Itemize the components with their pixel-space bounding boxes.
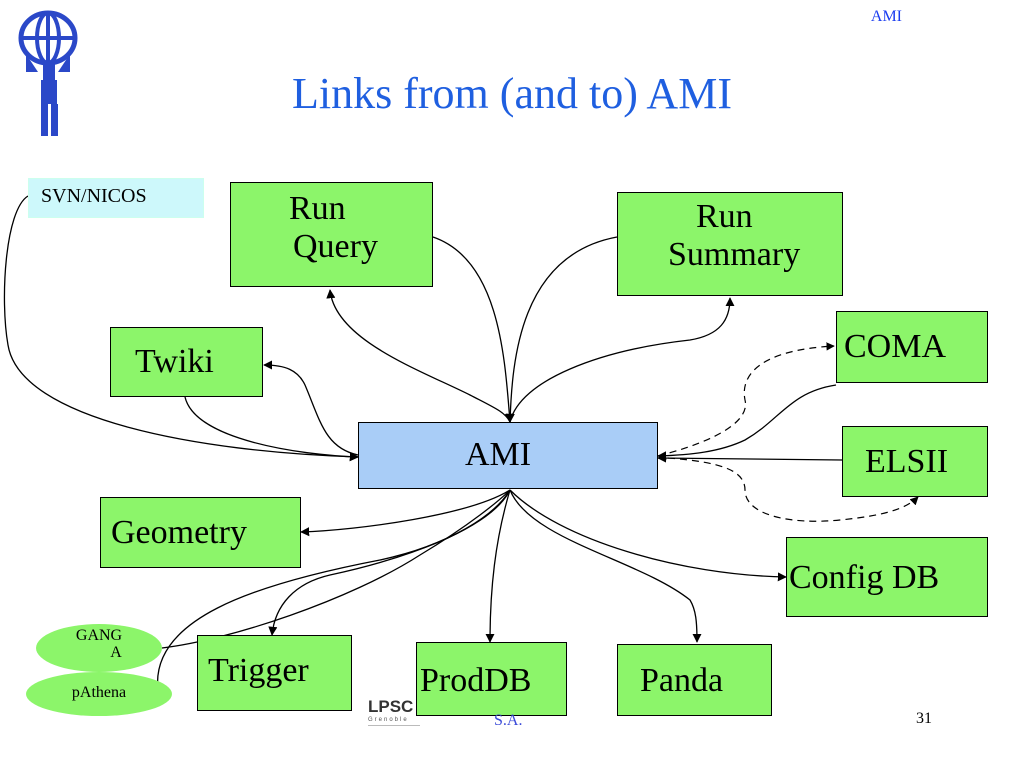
run-query-line1: Run <box>289 190 346 227</box>
link-ami-panda <box>509 489 702 643</box>
run-summary-box: Run Summary <box>617 192 843 296</box>
link-svn-ami <box>3 195 359 462</box>
elsii-box: ELSII <box>842 426 988 497</box>
link-ami-geometry <box>300 489 511 537</box>
proddb-label: ProdDB <box>420 662 532 699</box>
lpsc-logo-text: LPSC <box>368 697 414 716</box>
twiki-label: Twiki <box>135 343 214 380</box>
lpsc-logo: LPSC Grenoble <box>368 697 420 745</box>
trigger-box: Trigger <box>197 635 352 711</box>
run-summary-line2: Summary <box>668 235 801 273</box>
svn-nicos-box: SVN/NICOS <box>28 178 204 218</box>
link-coma-ami <box>657 384 837 461</box>
link-ami-elsii-dashed <box>667 457 919 522</box>
link-ami-proddb <box>485 489 511 643</box>
link-runquery-ami-2 <box>432 236 514 423</box>
atlas-logo <box>8 6 90 138</box>
coma-label: COMA <box>844 328 947 365</box>
lpsc-logo-sub: Grenoble <box>368 717 409 723</box>
proddb-box: ProdDB <box>416 642 567 716</box>
run-query-line2: Query <box>293 227 378 265</box>
panda-label: Panda <box>640 662 724 699</box>
corner-label: AMI <box>870 8 902 25</box>
link-ami-trigger <box>268 489 511 636</box>
pathena-ellipse: pAthena <box>26 672 172 716</box>
panda-box: Panda <box>617 644 772 716</box>
link-ami-configdb <box>509 489 787 582</box>
link-runquery-ami <box>326 289 511 423</box>
config-db-box: Config DB <box>786 537 988 617</box>
coma-box: COMA <box>836 311 988 383</box>
ganga-line1: GANG <box>75 627 123 644</box>
pathena-label: pAthena <box>71 684 127 701</box>
link-twiki-ami <box>184 396 359 462</box>
link-ami-coma-dashed <box>657 342 835 457</box>
link-runsummary-ami <box>505 236 618 423</box>
ami-label: AMI <box>465 436 532 473</box>
twiki-box: Twiki <box>110 327 263 397</box>
link-elsii-ami <box>657 453 843 463</box>
page-number: 31 <box>916 710 932 727</box>
slide-title: Links from (and to) AMI <box>292 69 732 118</box>
ganga-line2: A <box>110 643 122 661</box>
trigger-label: Trigger <box>208 652 309 689</box>
link-pathena-ami <box>157 489 511 691</box>
link-ami-runsummary <box>509 297 735 423</box>
ami-box: AMI <box>358 422 658 489</box>
svn-nicos-label: SVN/NICOS <box>41 185 147 207</box>
link-ami-twiki <box>263 360 359 456</box>
config-db-label: Config DB <box>789 559 940 596</box>
elsii-label: ELSII <box>865 443 949 480</box>
author-initials: S.A. <box>494 712 523 729</box>
ganga-ellipse: GANG A <box>36 624 162 672</box>
run-query-box: Run Query <box>230 182 433 287</box>
run-summary-line1: Run <box>696 198 753 235</box>
geometry-label: Geometry <box>111 514 247 551</box>
geometry-box: Geometry <box>100 497 301 568</box>
